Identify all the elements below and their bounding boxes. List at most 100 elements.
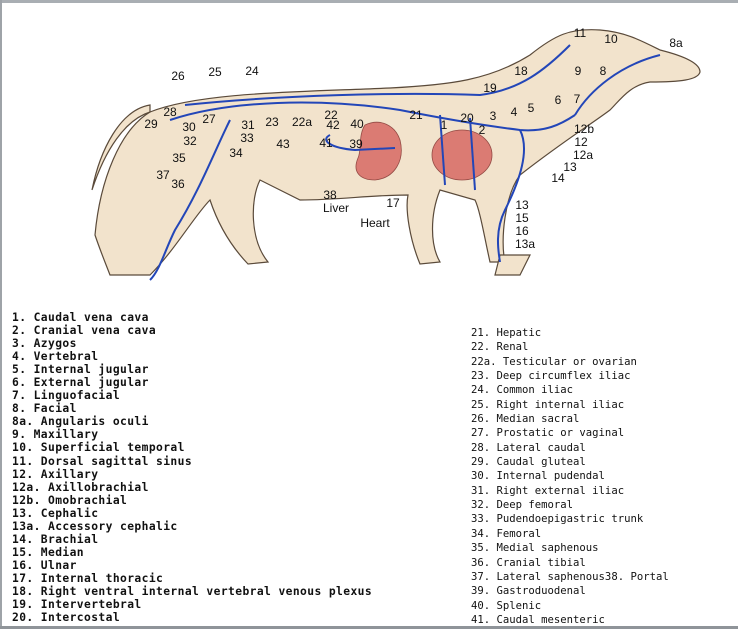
legend-item: 22. Renal (471, 341, 529, 354)
legend-item: 40. Splenic (471, 599, 542, 612)
label-29: 29 (144, 117, 158, 131)
label-10: 10 (604, 32, 618, 46)
label-15: 15 (515, 211, 529, 225)
legend-item: 37. Lateral saphenous38. Portal (471, 570, 669, 583)
label-32: 32 (183, 134, 197, 148)
label-37: 37 (156, 168, 170, 182)
legend-item: 15. Median (12, 545, 85, 559)
legend-item: 17. Internal thoracic (12, 571, 164, 585)
legend-item: 22a. Testicular or ovarian (471, 355, 637, 368)
legend-item: 21. Hepatic (471, 327, 542, 339)
legend-item: 7. Linguofacial (12, 389, 121, 403)
label-13-upper: 13 (563, 160, 577, 174)
legend-item: 12. Axillary (12, 467, 99, 481)
legend-item: 16. Ulnar (12, 558, 77, 572)
label-31: 31 (241, 118, 255, 132)
label-22a: 22a (291, 115, 313, 129)
label-16: 16 (515, 224, 529, 238)
label-36: 36 (171, 177, 185, 191)
legend-item: 12b. Omobrachial (12, 493, 128, 507)
legend-item: 5. Internal jugular (12, 363, 149, 377)
legend-item: 6. External jugular (12, 376, 149, 390)
legend-item: 29. Caudal gluteal (471, 456, 586, 469)
legend-item: 3. Azygos (12, 337, 77, 351)
label-39: 39 (349, 137, 363, 151)
legend-item: 28. Lateral caudal (471, 441, 586, 454)
label-27: 27 (202, 112, 216, 126)
label-18: 18 (514, 64, 528, 78)
legend-item: 19. Intervertebral (12, 598, 142, 612)
label-38: 38 (323, 188, 337, 202)
label-19: 19 (483, 81, 497, 95)
legend-item: 4. Vertebral (12, 350, 99, 364)
label-24: 24 (245, 64, 259, 78)
label-3: 3 (489, 109, 497, 123)
legend-item: 35. Medial saphenous (471, 542, 599, 555)
veins (149, 44, 661, 281)
label-23: 23 (265, 115, 279, 129)
label-heart: Heart (360, 216, 390, 230)
organs (355, 121, 493, 181)
legend-item: 12a. Axillobrachial (12, 480, 149, 494)
label-8: 8 (599, 64, 607, 78)
window-frame-bottom (0, 626, 738, 629)
legend-item: 13a. Accessory cephalic (12, 519, 178, 533)
label-12: 12 (574, 135, 588, 149)
legend-item: 24. Common iliac (471, 384, 574, 397)
heart-shape (431, 129, 493, 181)
legend-item: 1. Caudal vena cava (12, 311, 149, 324)
legend-item: 13. Cephalic (12, 506, 99, 520)
label-13a: 13a (514, 237, 536, 251)
window-frame-left (0, 0, 2, 629)
label-26: 26 (171, 69, 185, 83)
label-7: 7 (573, 92, 581, 106)
legend-item: 25. Right internal iliac (471, 398, 625, 411)
legend-item: 18. Right ventral internal vertebral ven… (12, 584, 373, 598)
label-34: 34 (229, 146, 243, 160)
label-22: 22 (324, 108, 338, 122)
label-9: 9 (574, 64, 582, 78)
legend-item: 31. Right external iliac (471, 484, 625, 497)
label-25: 25 (208, 65, 222, 79)
legend-item: 14. Brachial (12, 532, 99, 546)
label-20: 20 (460, 111, 474, 125)
legend-item: 2. Cranial vena cava (12, 324, 157, 338)
dog-illustration (91, 29, 701, 281)
label-30: 30 (182, 120, 196, 134)
label-12b: 12b (573, 122, 595, 136)
label-40: 40 (350, 117, 364, 131)
label-5: 5 (527, 101, 535, 115)
label-1: 1 (440, 118, 448, 132)
label-13-lower: 13 (515, 198, 529, 212)
legend-item: 27. Prostatic or vaginal (471, 427, 625, 440)
label-43: 43 (276, 137, 290, 151)
legend-item: 10. Superficial temporal (12, 441, 185, 455)
label-42: 42 (326, 118, 340, 132)
legend-item: 11. Dorsal sagittal sinus (12, 454, 193, 468)
legend-item: 8. Facial (12, 402, 77, 416)
window-frame-top (0, 0, 738, 3)
legend-item: 30. Internal pudendal (471, 470, 605, 483)
legend-item: 41. Caudal mesenteric (471, 613, 605, 626)
legend-item: 32. Deep femoral (471, 499, 574, 512)
label-41: 41 (319, 136, 333, 150)
label-28: 28 (163, 105, 177, 119)
label-14: 14 (551, 171, 565, 185)
label-11: 11 (573, 26, 587, 40)
label-12a: 12a (572, 148, 594, 162)
label-2: 2 (478, 123, 486, 137)
label-6: 6 (554, 93, 562, 107)
legend-item: 23. Deep circumflex iliac (471, 370, 631, 383)
legend-item: 36. Cranial tibial (471, 556, 586, 569)
legend-item: 9. Maxillary (12, 428, 99, 442)
label-17: 17 (386, 196, 400, 210)
label-33: 33 (240, 131, 254, 145)
label-35: 35 (172, 151, 186, 165)
label-4: 4 (510, 105, 518, 119)
legend-item: 33. Pudendoepigastric trunk (471, 513, 644, 526)
dog-venous-system-diagram: 11 10 8a 18 9 8 26 25 24 19 7 6 5 4 3 20… (0, 0, 738, 290)
legend-item: 39. Gastroduodenal (471, 585, 586, 598)
label-8a: 8a (669, 36, 683, 50)
label-liver: Liver (322, 201, 350, 215)
